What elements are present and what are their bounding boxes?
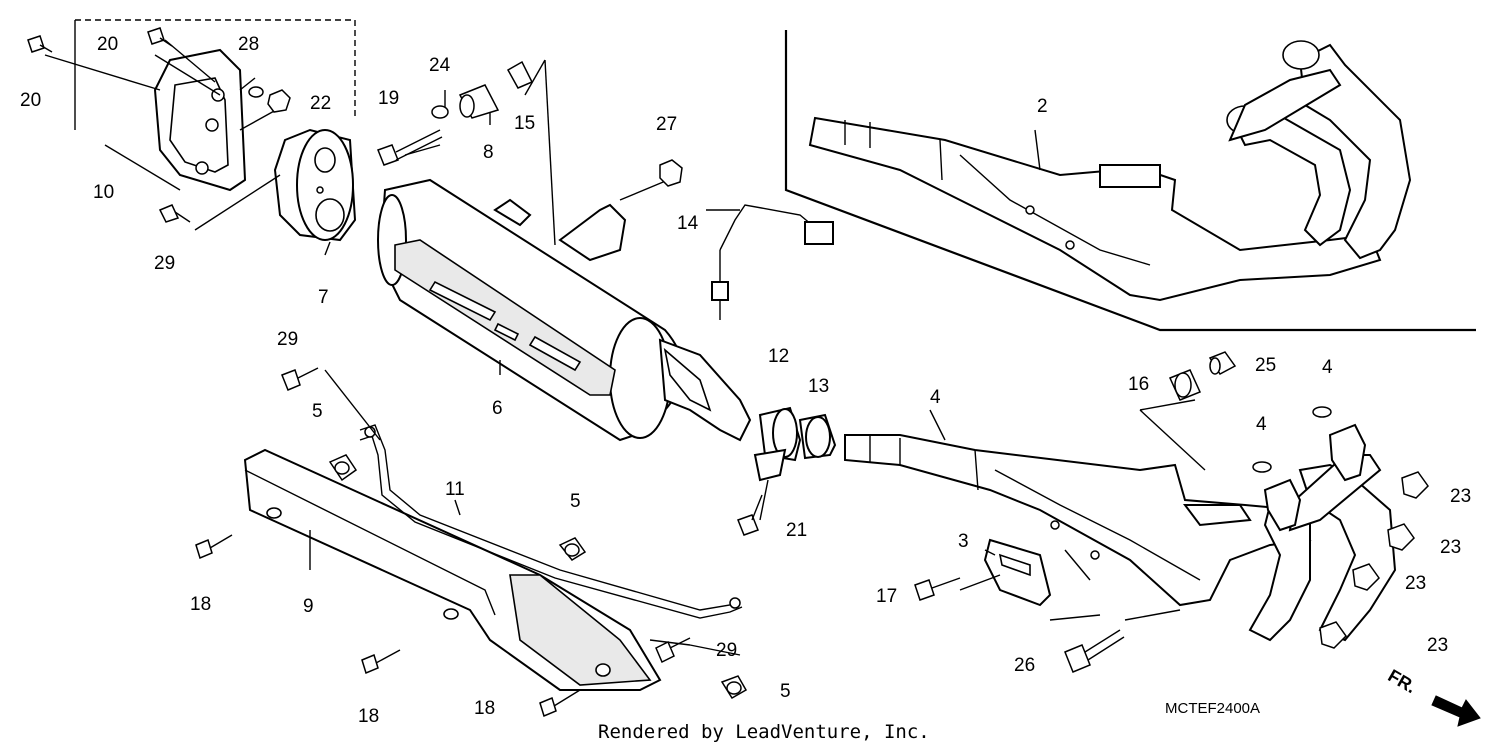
exhaust-protector-3[interactable] [983,538,1052,607]
callout-3: 3 [958,531,969,552]
heat-shield-9[interactable] [243,448,662,691]
callout-18: 18 [190,594,211,615]
callout-23: 23 [1440,537,1461,558]
callout-16: 16 [1128,374,1149,395]
callout-29: 29 [716,640,737,661]
front-direction-arrow-icon [1431,695,1481,727]
callout-26: 26 [1014,655,1035,676]
callout-29: 29 [277,329,298,350]
muffler-cap-plate-10[interactable] [153,48,247,192]
callout-23: 23 [1450,486,1471,507]
callout-11: 11 [445,479,465,500]
exhaust-pipe-1[interactable] [844,423,1397,642]
exhaust-clamp-12[interactable] [753,406,802,482]
callout-18: 18 [358,706,379,727]
callout-12: 12 [768,346,789,367]
callout-18: 18 [474,698,495,719]
callout-1: 4 [930,387,941,408]
muffler-cap-assembly-box [74,19,356,130]
callout-29: 29 [154,253,175,274]
callout-4: 4 [1322,357,1333,378]
callout-19: 19 [378,88,399,109]
callout-10: 10 [93,182,114,203]
callout-4: 4 [1256,414,1267,435]
callout-5: 5 [570,491,581,512]
callout-24: 24 [429,55,451,76]
leader-lines [44,39,1206,656]
exhaust-pipe-2[interactable] [808,40,1412,302]
heat-shield-bracket-11[interactable] [359,424,743,619]
callout-5: 5 [780,681,791,702]
callout-20: 20 [20,90,41,111]
muffler-6[interactable] [377,178,752,442]
callout-7: 7 [318,287,329,308]
front-direction-indicator: FR. [1385,665,1481,727]
exhaust-pipe-2-inset [784,30,1476,332]
callout-8: 8 [483,142,494,163]
callout-labels: 4 2 3 4 4 5 5 5 6 7 8 9 10 11 12 13 14 1… [20,34,1471,727]
exhaust-gasket-13[interactable] [798,413,837,460]
callout-20: 20 [97,34,118,55]
credit-text: Rendered by LeadVenture, Inc. [598,721,930,743]
callout-5: 5 [312,401,323,422]
hardware[interactable] [27,27,1429,718]
callout-17: 17 [876,586,897,607]
callout-15: 15 [514,113,535,134]
callout-27: 27 [656,114,677,135]
callout-23: 23 [1405,573,1426,594]
callout-23: 23 [1427,635,1448,656]
drawing-code: MCTEF2400A [1165,700,1260,717]
callout-28: 28 [238,34,259,55]
oxygen-sensor-14[interactable] [711,204,834,320]
callout-2: 2 [1037,96,1048,117]
callout-21: 21 [786,520,807,541]
callout-6: 6 [492,398,503,419]
front-direction-label: FR. [1385,665,1420,697]
muffler-end-cap-7[interactable] [273,128,357,242]
callout-13: 13 [808,376,829,397]
callout-25: 25 [1255,355,1276,376]
callout-9: 9 [303,596,314,617]
callout-22: 22 [310,93,331,114]
callout-14: 14 [677,213,699,234]
